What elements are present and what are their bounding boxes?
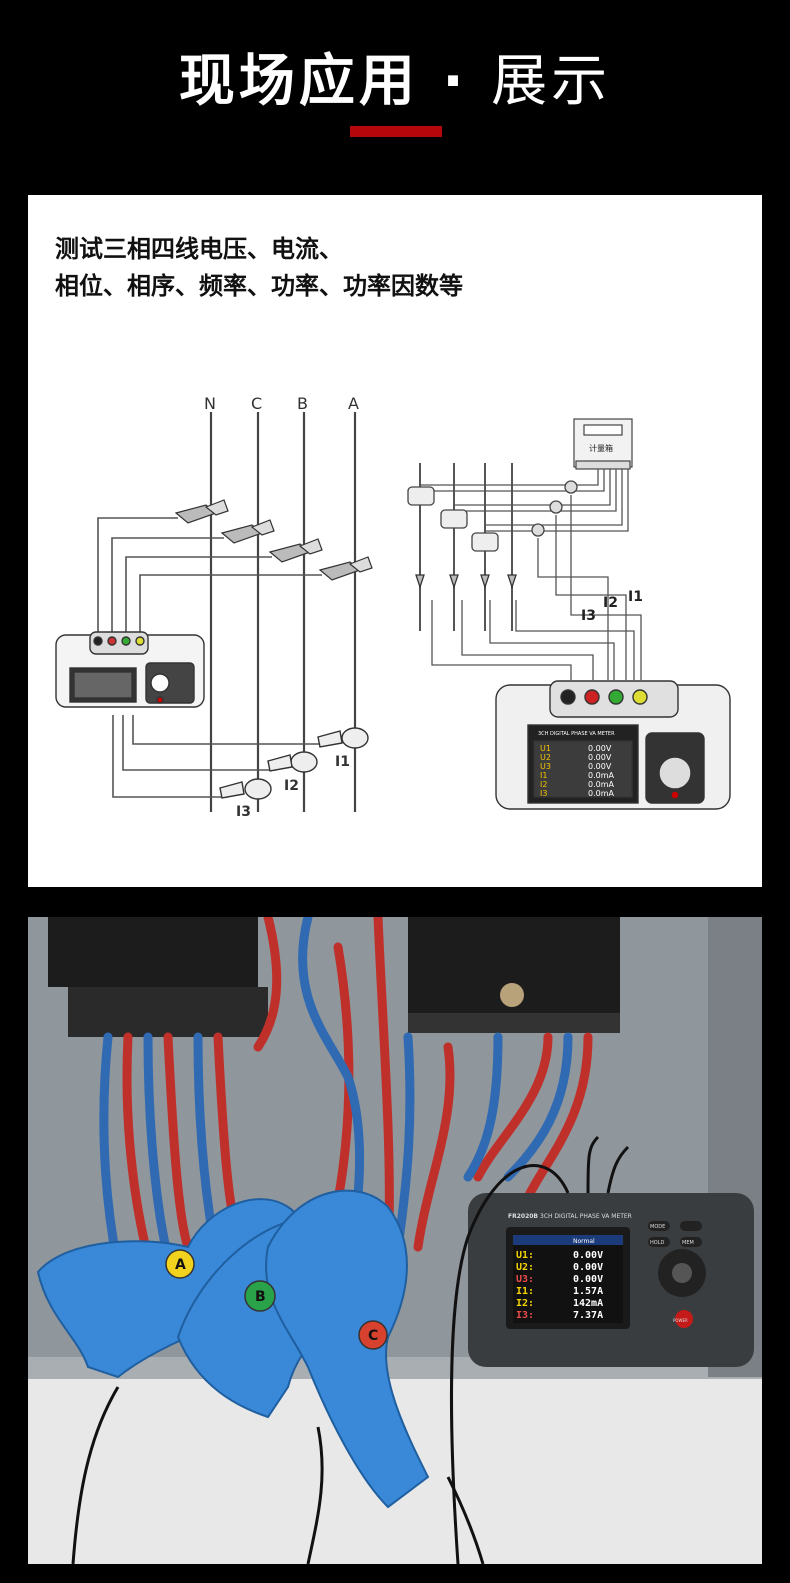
reading-value: 0.0mA xyxy=(588,789,615,798)
device-title: 3CH DIGITAL PHASE VA METER xyxy=(540,1213,632,1220)
right-clamp-label-i2: I2 xyxy=(603,595,618,611)
screen-reading-name: I1: xyxy=(516,1286,534,1297)
screen-reading-value: 0.00V xyxy=(573,1274,603,1285)
reading-name: I1 xyxy=(540,771,547,780)
clamp-label-c: C xyxy=(368,1328,378,1344)
current-clamp xyxy=(219,727,369,800)
screen-reading-name: U2: xyxy=(516,1262,534,1273)
line-label-a: A xyxy=(348,394,359,413)
photo-device-text: FR2020B 3CH DIGITAL PHASE VA METER MODE … xyxy=(508,1213,694,1323)
power-button-label: POWER xyxy=(673,1318,688,1323)
title-separator: · xyxy=(442,49,468,114)
reading-name: U3 xyxy=(540,762,551,771)
screen-reading-value: 0.00V xyxy=(573,1262,603,1273)
meter-box-label: 计量箱 xyxy=(589,443,613,453)
clamp-badges xyxy=(165,1249,388,1350)
red-wires xyxy=(122,917,593,1262)
line-label-c: C xyxy=(251,394,262,413)
probe-cables xyxy=(71,1135,630,1564)
line-label-n: N xyxy=(204,394,216,413)
junction-box xyxy=(48,917,620,1037)
right-diagram-labels: 计量箱 I1 I2 I3 3CH DIGITAL PHASE VA METER … xyxy=(538,443,643,798)
left-meter-device xyxy=(55,631,205,708)
line-label-b: B xyxy=(297,394,308,413)
photo-meter-device xyxy=(468,1193,754,1367)
mode-button-label: MODE xyxy=(650,1224,665,1230)
reading-value: 0.0mA xyxy=(588,780,615,789)
clamp-label-i1: I1 xyxy=(335,754,350,770)
photo-screen-readings: U1: U2: U3: I1: I2: I3: 0.00V 0.00V 0.00… xyxy=(516,1250,603,1321)
current-clamp xyxy=(36,1189,430,1509)
right-meter-device xyxy=(495,680,731,810)
voltage-clip xyxy=(174,499,373,581)
reading-name: U2 xyxy=(540,753,551,762)
clamp-badge-labels: A B C xyxy=(175,1257,378,1344)
wiring-diagram-panel: 测试三相四线电压、电流、 相位、相序、频率、功率、功率因数等 xyxy=(28,195,762,887)
reading-value: 0.00V xyxy=(588,762,612,771)
page-header: 现场应用 · 展示 xyxy=(0,0,790,190)
reading-name: I2 xyxy=(540,780,547,789)
screen-reading-name: U1: xyxy=(516,1250,534,1261)
screen-header: Normal xyxy=(573,1238,595,1245)
description-line-2: 相位、相序、频率、功率、功率因数等 xyxy=(55,272,463,300)
photo-scene: FR2020B 3CH DIGITAL PHASE VA METER MODE … xyxy=(28,917,762,1564)
right-clamp-label-i1: I1 xyxy=(628,589,643,605)
screen-reading-value: 7.37A xyxy=(573,1310,603,1321)
right-clamp-label-i3: I3 xyxy=(581,608,596,624)
title-sub: 展示 xyxy=(491,49,612,114)
description-line-1: 测试三相四线电压、电流、 xyxy=(55,235,343,263)
clamp-label-a: A xyxy=(175,1257,186,1273)
screen-reading-value: 142mA xyxy=(573,1298,603,1309)
screen-reading-value: 0.00V xyxy=(573,1250,603,1261)
reading-value: 0.00V xyxy=(588,753,612,762)
clamp-label-b: B xyxy=(255,1289,266,1305)
right-wiring-diagram xyxy=(407,418,731,810)
clamp-label-i3: I3 xyxy=(236,804,251,820)
title-main: 现场应用 xyxy=(178,49,419,114)
right-device-title: 3CH DIGITAL PHASE VA METER xyxy=(538,731,615,737)
hold-button-label: HOLD xyxy=(650,1240,664,1246)
wiring-diagram: N C B A I1 I2 I3 xyxy=(55,394,731,820)
screen-reading-value: 1.57A xyxy=(573,1286,603,1297)
mem-button-label: MEM xyxy=(682,1240,694,1246)
reading-value: 0.00V xyxy=(588,744,612,753)
left-wiring-diagram xyxy=(55,412,373,812)
reading-name: I3 xyxy=(540,789,547,798)
screen-reading-name: U3: xyxy=(516,1274,534,1285)
screen-reading-name: I2: xyxy=(516,1298,534,1309)
meter-box xyxy=(573,418,633,470)
device-model: FR2020B xyxy=(508,1213,538,1220)
field-application-photo: FR2020B 3CH DIGITAL PHASE VA METER MODE … xyxy=(28,917,762,1564)
accent-bar xyxy=(350,126,442,137)
reading-name: U1 xyxy=(540,744,551,753)
left-diagram-labels: N C B A I1 I2 I3 xyxy=(204,394,359,820)
screen-reading-name: I3: xyxy=(516,1310,534,1321)
reading-value: 0.0mA xyxy=(588,771,615,780)
description: 测试三相四线电压、电流、 相位、相序、频率、功率、功率因数等 xyxy=(55,231,463,305)
page-title: 现场应用 · 展示 xyxy=(0,36,790,117)
clamp-label-i2: I2 xyxy=(284,778,299,794)
